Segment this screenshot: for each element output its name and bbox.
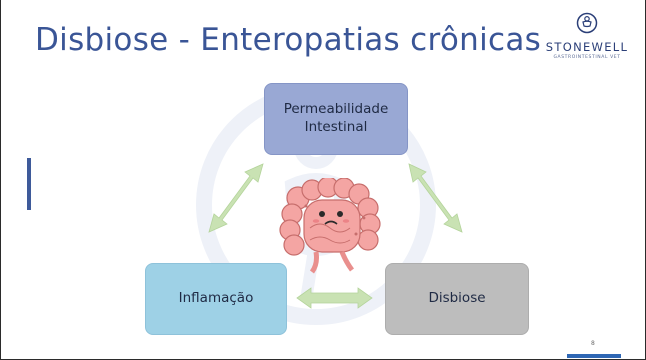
logo-subtitle: GASTROINTESTINAL VET	[553, 55, 621, 60]
slide-title: Disbiose - Enteropatias crônicas	[35, 22, 542, 58]
arrow-bottom-horizontal	[296, 287, 373, 309]
box-disbiose: Disbiose	[385, 263, 529, 335]
box-permeabilidade-intestinal: Permeabilidade Intestinal	[264, 83, 408, 155]
arrow-left-diagonal	[208, 163, 264, 233]
logo-mark-icon	[576, 12, 598, 34]
page-strip	[567, 354, 621, 358]
box-inflamacao: Inflamação	[145, 263, 287, 335]
accent-bar	[27, 158, 31, 210]
stonewell-logo: STONEWELL GASTROINTESTINAL VET	[540, 12, 634, 64]
sad-intestine-icon	[279, 178, 381, 274]
logo-brand: STONEWELL	[545, 40, 629, 54]
page-number: 8	[591, 340, 595, 347]
arrow-right-diagonal	[408, 163, 463, 233]
